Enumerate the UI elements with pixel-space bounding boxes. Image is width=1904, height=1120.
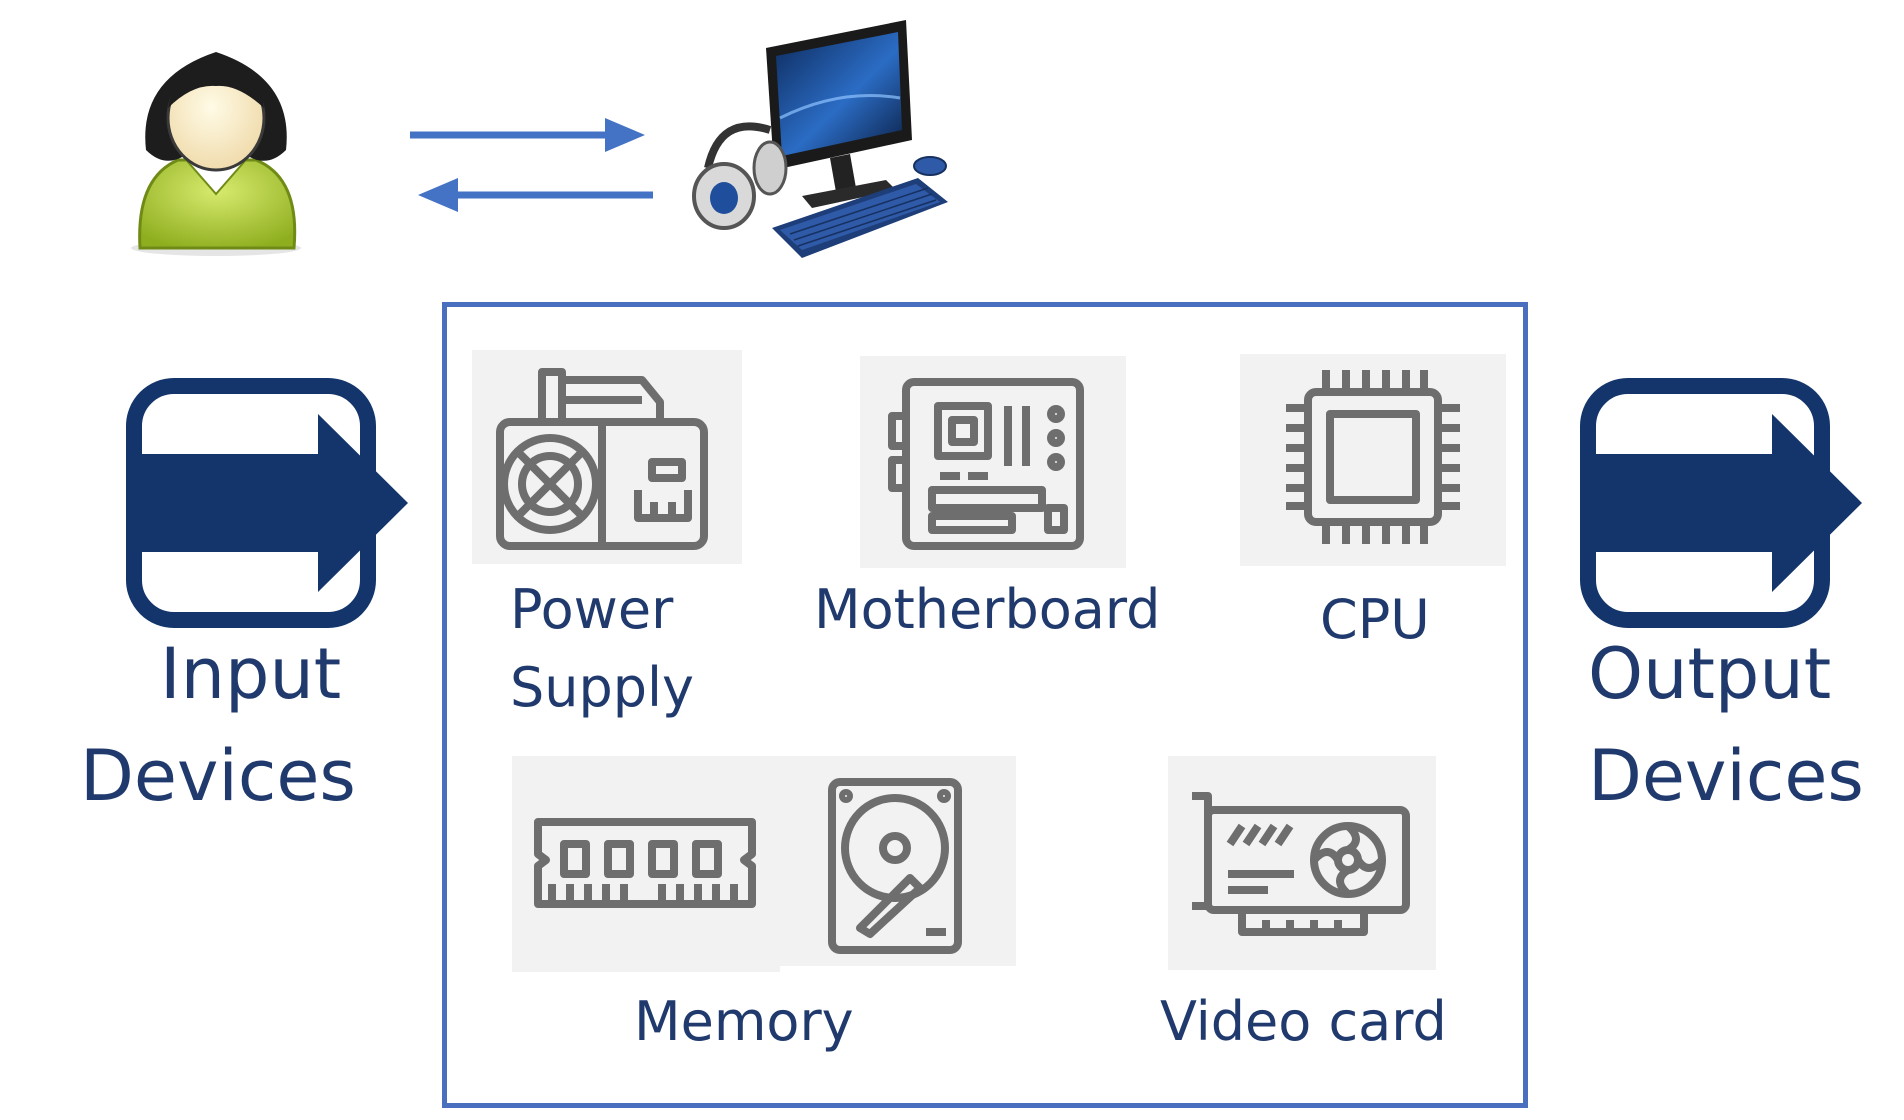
user-icon [118, 38, 308, 260]
cpu-label: CPU [1320, 588, 1430, 651]
hard-drive-icon [780, 756, 1016, 966]
to-computer-arrow [410, 116, 645, 154]
motherboard-icon [860, 356, 1126, 568]
motherboard-label: Motherboard [814, 578, 1161, 641]
input-label-line1: Input [160, 633, 342, 715]
to-user-arrow [418, 176, 653, 214]
output-label-line2: Devices [1588, 735, 1864, 817]
power-supply-label-line2: Supply [510, 656, 695, 719]
components-frame [442, 302, 1528, 1108]
video-card-icon [1168, 756, 1436, 970]
ram-module-icon [512, 756, 780, 972]
video-card-label: Video card [1160, 990, 1447, 1053]
input-label-line2: Devices [80, 735, 356, 817]
power-supply-icon [472, 350, 742, 564]
power-supply-label-line1: Power [510, 578, 674, 641]
computer-set-icon [690, 18, 958, 270]
cpu-icon [1240, 354, 1506, 566]
memory-label: Memory [634, 990, 854, 1053]
output-arrow-icon [1580, 378, 1862, 628]
input-arrow-icon [126, 378, 408, 628]
output-label-line1: Output [1588, 633, 1832, 715]
